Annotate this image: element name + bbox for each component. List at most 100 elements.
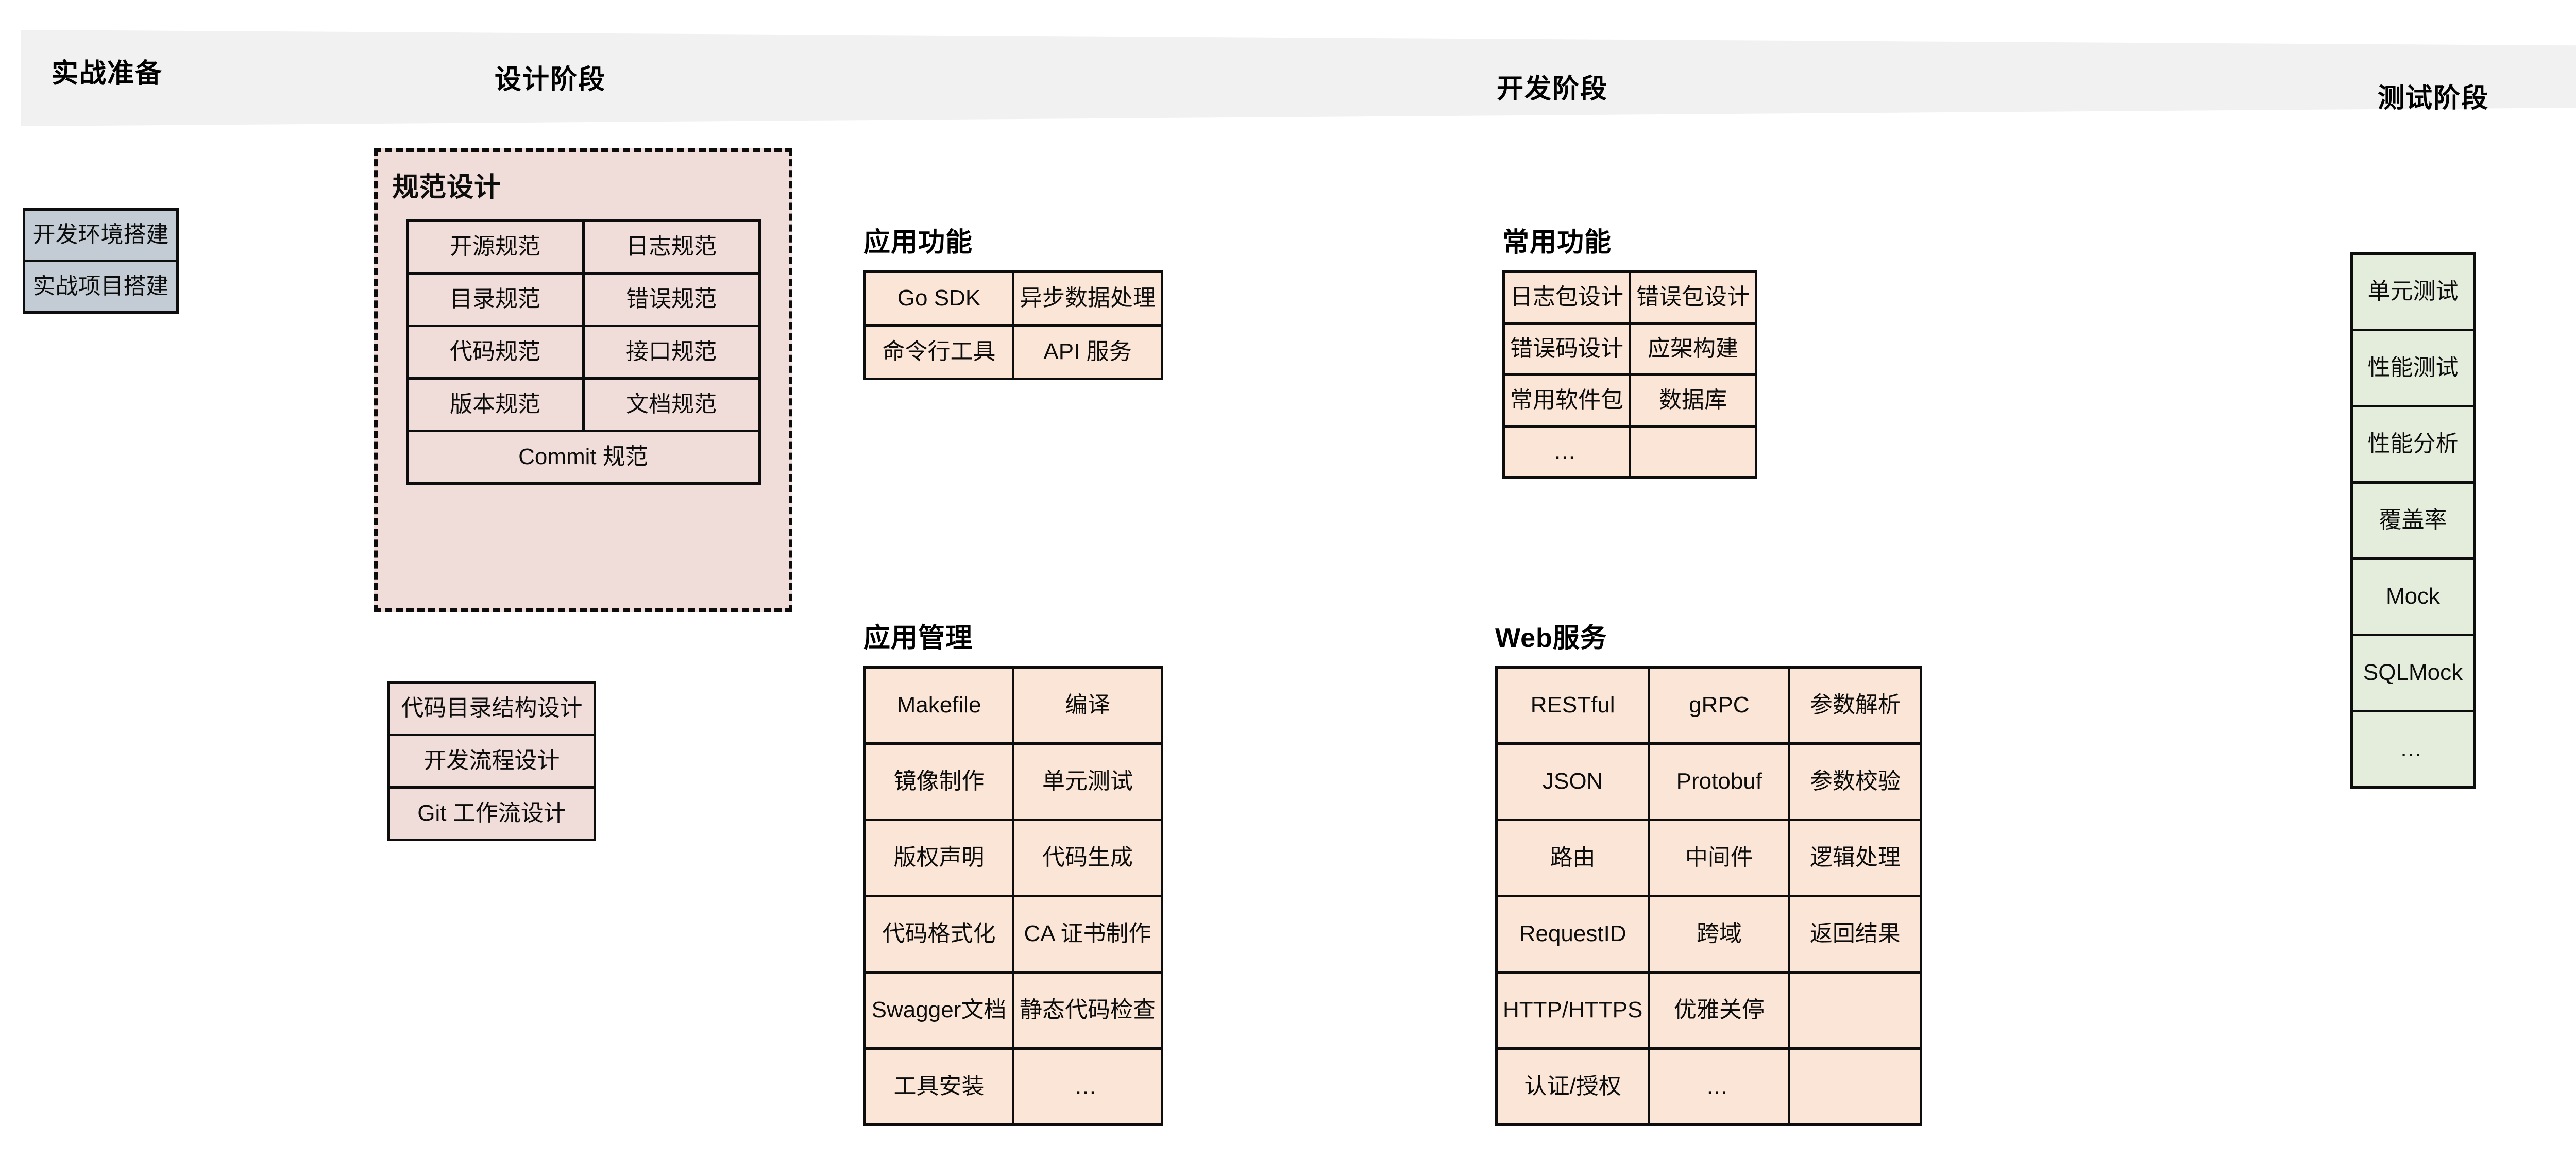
cell-common-1-0[interactable]: 错误码设计 xyxy=(1502,322,1631,376)
phase-label-2: 开发阶段 xyxy=(1497,74,1608,104)
cell-spec-4-0[interactable]: Commit 规范 xyxy=(405,430,761,485)
table-row: Commit 规范 xyxy=(405,430,761,485)
cell-appfeat-1-0[interactable]: 命令行工具 xyxy=(863,324,1014,380)
cell-spec-0-1[interactable]: 日志规范 xyxy=(582,219,761,275)
cell-common-0-0[interactable]: 日志包设计 xyxy=(1502,270,1631,325)
cell-spec-2-0[interactable]: 代码规范 xyxy=(405,325,585,380)
cell-test-1[interactable]: 性能测试 xyxy=(2350,329,2476,407)
cell-design-extra-1[interactable]: 开发流程设计 xyxy=(387,734,596,789)
table-row: 开发环境搭建 xyxy=(23,208,179,262)
cell-appfeat-0-1[interactable]: 异步数据处理 xyxy=(1012,270,1163,327)
table-row: 性能测试 xyxy=(2350,329,2476,407)
cell-web-0-1[interactable]: gRPC xyxy=(1648,666,1791,745)
cell-appmgr-3-0[interactable]: 代码格式化 xyxy=(863,895,1014,974)
cell-spec-0-0[interactable]: 开源规范 xyxy=(405,219,585,275)
cell-spec-1-0[interactable]: 目录规范 xyxy=(405,272,585,327)
table-row: 实战项目搭建 xyxy=(23,260,179,314)
group-test-phase: 单元测试 性能测试 性能分析 覆盖率 Mock SQLMock … xyxy=(2350,252,2476,789)
prep-table: 开发环境搭建 实战项目搭建 xyxy=(23,208,179,314)
cell-prep-0-0[interactable]: 开发环境搭建 xyxy=(23,208,179,262)
app-manage-title: 应用管理 xyxy=(863,623,973,653)
cell-design-extra-0[interactable]: 代码目录结构设计 xyxy=(387,681,596,736)
group-design-extra: 代码目录结构设计 开发流程设计 Git 工作流设计 xyxy=(387,681,596,841)
cell-common-3-0[interactable]: … xyxy=(1502,425,1631,479)
cell-web-4-0[interactable]: HTTP/HTTPS xyxy=(1495,971,1651,1050)
spec-design-title: 规范设计 xyxy=(392,173,502,202)
cell-design-extra-2[interactable]: Git 工作流设计 xyxy=(387,786,596,841)
cell-test-2[interactable]: 性能分析 xyxy=(2350,405,2476,484)
phase-banner: 实战准备 设计阶段 开发阶段 测试阶段 部署阶段 Tips xyxy=(0,0,2576,165)
cell-web-3-2[interactable]: 返回结果 xyxy=(1788,895,1923,974)
cell-test-0[interactable]: 单元测试 xyxy=(2350,252,2476,331)
cell-appmgr-4-1[interactable]: 静态代码检查 xyxy=(1012,971,1163,1050)
phase-label-0: 实战准备 xyxy=(52,59,163,89)
cell-common-2-0[interactable]: 常用软件包 xyxy=(1502,373,1631,428)
cell-appmgr-5-1[interactable]: … xyxy=(1012,1047,1163,1126)
cell-web-1-0[interactable]: JSON xyxy=(1495,742,1651,821)
common-features-table: 日志包设计 错误包设计 错误码设计 应架构建 常用软件包 数据库 … xyxy=(1502,270,1757,479)
cell-web-5-0[interactable]: 认证/授权 xyxy=(1495,1047,1651,1126)
cell-common-0-1[interactable]: 错误包设计 xyxy=(1629,270,1757,325)
table-row: RESTful gRPC 参数解析 xyxy=(1495,666,1923,745)
table-row: 镜像制作 单元测试 xyxy=(863,742,1163,821)
cell-test-6[interactable]: … xyxy=(2350,710,2476,789)
cell-prep-1-0[interactable]: 实战项目搭建 xyxy=(23,260,179,314)
cell-appfeat-0-0[interactable]: Go SDK xyxy=(863,270,1014,327)
table-row: … xyxy=(2350,710,2476,789)
group-spec-design: 规范设计 开源规范 日志规范 目录规范 错误规范 代码规范 接口规范 版本规范 … xyxy=(374,148,792,612)
cell-appmgr-5-0[interactable]: 工具安装 xyxy=(863,1047,1014,1126)
cell-web-2-1[interactable]: 中间件 xyxy=(1648,819,1791,897)
cell-test-5[interactable]: SQLMock xyxy=(2350,634,2476,712)
table-row: Mock xyxy=(2350,557,2476,636)
app-features-table: Go SDK 异步数据处理 命令行工具 API 服务 xyxy=(863,270,1163,380)
app-manage-table: Makefile 编译 镜像制作 单元测试 版权声明 代码生成 代码格式化 CA… xyxy=(863,666,1163,1126)
table-row: JSON Protobuf 参数校验 xyxy=(1495,742,1923,821)
cell-web-1-1[interactable]: Protobuf xyxy=(1648,742,1791,821)
cell-web-2-0[interactable]: 路由 xyxy=(1495,819,1651,897)
cell-common-1-1[interactable]: 应架构建 xyxy=(1629,322,1757,376)
table-row: 版权声明 代码生成 xyxy=(863,819,1163,897)
table-row: 工具安装 … xyxy=(863,1047,1163,1126)
cell-spec-1-1[interactable]: 错误规范 xyxy=(582,272,761,327)
cell-web-0-0[interactable]: RESTful xyxy=(1495,666,1651,745)
phase-label-3: 测试阶段 xyxy=(2378,83,2489,113)
phase-label-1: 设计阶段 xyxy=(495,65,606,95)
cell-spec-3-1[interactable]: 文档规范 xyxy=(582,377,761,432)
cell-test-4[interactable]: Mock xyxy=(2350,557,2476,636)
web-service-table: RESTful gRPC 参数解析 JSON Protobuf 参数校验 路由 … xyxy=(1495,666,1923,1126)
cell-spec-2-1[interactable]: 接口规范 xyxy=(582,325,761,380)
table-row: 常用软件包 数据库 xyxy=(1502,373,1757,428)
table-row: Git 工作流设计 xyxy=(387,786,596,841)
cell-appmgr-0-1[interactable]: 编译 xyxy=(1012,666,1163,745)
cell-appfeat-1-1[interactable]: API 服务 xyxy=(1012,324,1163,380)
table-row: RequestID 跨域 返回结果 xyxy=(1495,895,1923,974)
cell-web-4-1[interactable]: 优雅关停 xyxy=(1648,971,1791,1050)
cell-appmgr-4-0[interactable]: Swagger文档 xyxy=(863,971,1014,1050)
cell-web-1-2[interactable]: 参数校验 xyxy=(1788,742,1923,821)
table-row: 日志包设计 错误包设计 xyxy=(1502,270,1757,325)
cell-appmgr-2-1[interactable]: 代码生成 xyxy=(1012,819,1163,897)
cell-common-3-1-empty xyxy=(1629,425,1757,479)
group-app-features: 应用功能 Go SDK 异步数据处理 命令行工具 API 服务 xyxy=(863,220,1163,380)
cell-spec-3-0[interactable]: 版本规范 xyxy=(405,377,585,432)
design-extra-table: 代码目录结构设计 开发流程设计 Git 工作流设计 xyxy=(387,681,596,841)
cell-appmgr-0-0[interactable]: Makefile xyxy=(863,666,1014,745)
cell-web-3-1[interactable]: 跨域 xyxy=(1648,895,1791,974)
table-row: HTTP/HTTPS 优雅关停 xyxy=(1495,971,1923,1050)
cell-appmgr-1-1[interactable]: 单元测试 xyxy=(1012,742,1163,821)
cell-appmgr-3-1[interactable]: CA 证书制作 xyxy=(1012,895,1163,974)
cell-web-0-2[interactable]: 参数解析 xyxy=(1788,666,1923,745)
arrow-polygon xyxy=(21,30,2576,126)
cell-appmgr-1-0[interactable]: 镜像制作 xyxy=(863,742,1014,821)
table-row: 命令行工具 API 服务 xyxy=(863,324,1163,380)
cell-web-5-1[interactable]: … xyxy=(1648,1047,1791,1126)
cell-test-3[interactable]: 覆盖率 xyxy=(2350,481,2476,560)
cell-common-2-1[interactable]: 数据库 xyxy=(1629,373,1757,428)
cell-web-2-2[interactable]: 逻辑处理 xyxy=(1788,819,1923,897)
test-phase-table: 单元测试 性能测试 性能分析 覆盖率 Mock SQLMock … xyxy=(2350,252,2476,789)
app-features-title: 应用功能 xyxy=(863,228,973,258)
cell-web-3-0[interactable]: RequestID xyxy=(1495,895,1651,974)
cell-appmgr-2-0[interactable]: 版权声明 xyxy=(863,819,1014,897)
table-row: 代码目录结构设计 xyxy=(387,681,596,736)
